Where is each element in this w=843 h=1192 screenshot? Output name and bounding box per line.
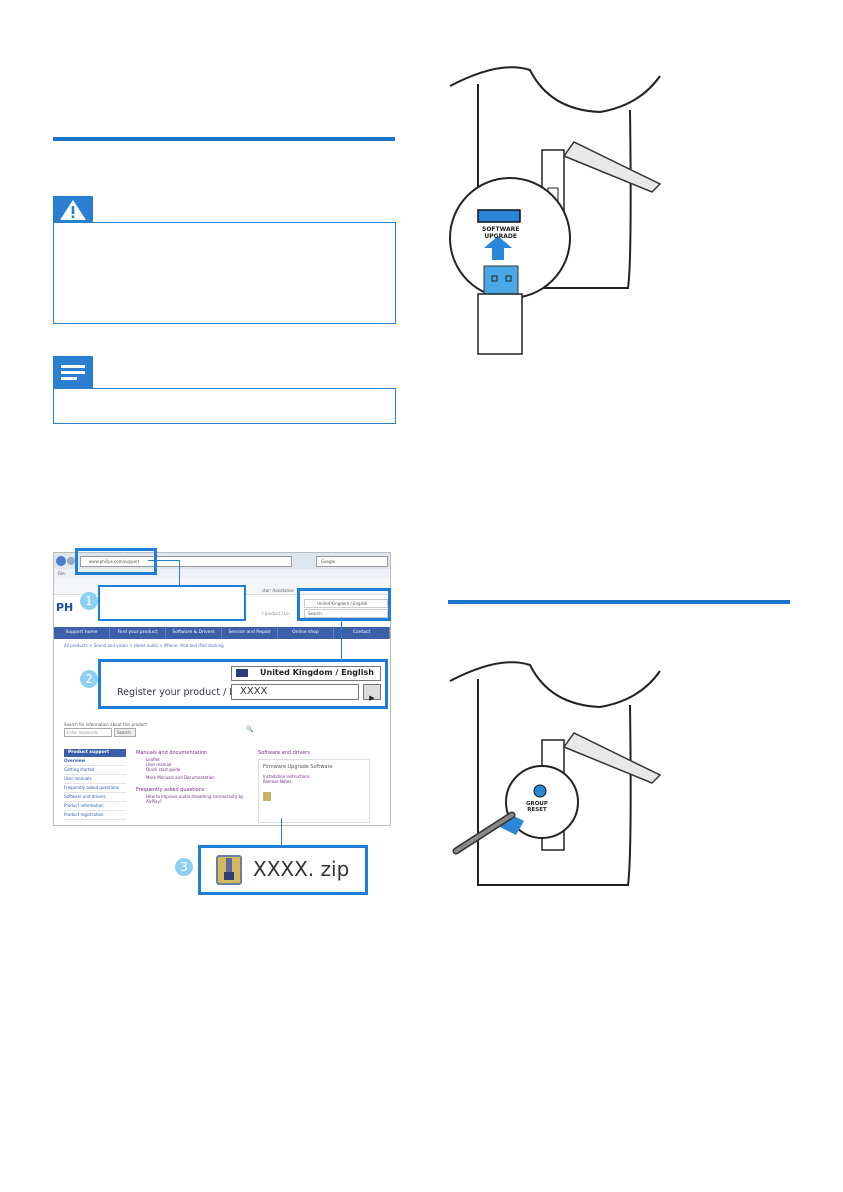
manuals-title: Manuals and documentation bbox=[136, 750, 208, 756]
release-notes-link[interactable]: Release Notes bbox=[263, 779, 292, 784]
sidebar-title: Product support bbox=[64, 749, 126, 757]
keyword-search-label: Search bbox=[117, 730, 131, 735]
sidebar-item-faq[interactable]: Frequently asked questions bbox=[64, 784, 126, 793]
zip-mini-icon bbox=[263, 792, 271, 801]
search-mini-label: Search bbox=[308, 611, 322, 616]
callout-zip: XXXX. zip bbox=[198, 845, 368, 895]
flag-uk-icon bbox=[236, 669, 248, 677]
search-engine-label: Google bbox=[321, 559, 336, 564]
browser-toolbar: www.philips.com/support Google bbox=[54, 553, 390, 569]
callout-register: United Kingdom / English Register your p… bbox=[98, 659, 388, 709]
note-icon bbox=[61, 365, 85, 380]
nav-software-drivers[interactable]: Software & Drivers bbox=[166, 627, 222, 639]
faq-title: Frequently asked questions bbox=[136, 787, 205, 793]
forward-button[interactable] bbox=[67, 557, 75, 565]
address-url: www.philips.com/support bbox=[89, 559, 140, 564]
sidebar-item-registration[interactable]: Product registration bbox=[64, 811, 126, 820]
manual-leaflet[interactable]: Leaflet bbox=[146, 757, 160, 762]
sidebar-item-getting-started[interactable]: Getting started bbox=[64, 766, 126, 775]
register-input[interactable]: XXXX bbox=[231, 684, 359, 700]
sidebar-item-user-manuals[interactable]: User manuals bbox=[64, 775, 126, 784]
connector-1 bbox=[148, 560, 180, 561]
more-manuals-link[interactable]: More Manuals and Documentation bbox=[146, 775, 215, 780]
manual-quick-start[interactable]: Quick start guide bbox=[146, 767, 181, 772]
register-label: Register your product / Log in bbox=[117, 687, 258, 698]
zip-file-name: XXXX. zip bbox=[253, 857, 350, 881]
installation-link[interactable]: Installation instructions bbox=[263, 774, 310, 779]
zip-archive-icon bbox=[216, 855, 242, 885]
magnifier-icon: 🔍 bbox=[246, 726, 254, 733]
search-engine-box[interactable]: Google bbox=[316, 556, 388, 567]
go-button[interactable]: ▶ bbox=[363, 684, 381, 702]
manual-user[interactable]: User manual bbox=[146, 762, 172, 767]
page-logo: PH bbox=[56, 601, 74, 614]
connector-2 bbox=[341, 618, 342, 662]
note-tab bbox=[53, 356, 93, 389]
sidebar-item-software[interactable]: Software and drivers bbox=[64, 793, 126, 802]
section-rule-left bbox=[53, 137, 395, 141]
note-box bbox=[53, 388, 396, 424]
keyword-search-button[interactable]: Search bbox=[114, 728, 136, 737]
nav-service-repair[interactable]: Service and Repair bbox=[222, 627, 278, 639]
warning-box bbox=[53, 222, 396, 324]
connector-3 bbox=[281, 818, 282, 848]
partial-tab: ctor: Assistance bbox=[262, 588, 294, 593]
nav-support-home[interactable]: Support home bbox=[54, 627, 110, 639]
nav-contact[interactable]: Contact bbox=[334, 627, 390, 639]
warning-tab bbox=[53, 196, 93, 223]
region-mini-label: United Kingdom / English bbox=[317, 601, 368, 606]
firmware-panel: Firmware Upgrade Software Installation i… bbox=[258, 759, 370, 823]
site-nav: Support home Find your product Software … bbox=[54, 627, 390, 639]
region-dropdown-label: United Kingdom / English bbox=[260, 668, 374, 677]
nav-online-shop[interactable]: Online shop bbox=[278, 627, 334, 639]
go-icon: ▶ bbox=[369, 694, 375, 702]
sidebar-item-product-info[interactable]: Product information bbox=[64, 802, 126, 811]
region-dropdown[interactable]: United Kingdom / English bbox=[231, 666, 381, 681]
back-button[interactable] bbox=[56, 556, 66, 566]
region-mini[interactable]: United Kingdom / English bbox=[304, 599, 388, 608]
badge-3: 3 bbox=[175, 858, 193, 876]
software-title: Software and drivers bbox=[258, 750, 310, 756]
badge-2: 2 bbox=[80, 670, 98, 688]
menu-file[interactable]: File bbox=[58, 571, 65, 576]
search-mini[interactable]: Search bbox=[304, 609, 388, 618]
manuals-column: Manuals and documentation Leaflet User m… bbox=[136, 749, 246, 804]
software-column: Software and drivers Firmware Upgrade So… bbox=[258, 749, 370, 823]
address-bar[interactable]: www.philips.com/support bbox=[80, 556, 292, 567]
connector-1b bbox=[179, 560, 180, 586]
search-highlight bbox=[297, 588, 391, 621]
faq-item[interactable]: How to improve audio streaming connectiv… bbox=[146, 794, 244, 804]
keyword-placeholder: Enter keywords bbox=[67, 730, 98, 735]
address-highlight bbox=[75, 548, 157, 575]
firmware-title: Firmware Upgrade Software bbox=[263, 764, 333, 770]
search-label: Search for information about this produc… bbox=[64, 722, 147, 727]
section-rule-right bbox=[448, 600, 790, 604]
partial-register-link[interactable]: r product / Lo bbox=[262, 611, 289, 616]
breadcrumb: All products > Sound and vision > Home a… bbox=[64, 643, 224, 648]
nav-find-product[interactable]: Find your product bbox=[110, 627, 166, 639]
device-illustration-reset: GROUP RESET bbox=[440, 655, 670, 895]
badge-1: 1 bbox=[80, 592, 98, 610]
group-reset-label: GROUP RESET bbox=[526, 801, 548, 813]
device-illustration-usb: SOFTWARE UPGRADE bbox=[440, 60, 670, 360]
product-support-sidebar: Product support Overview Getting started… bbox=[64, 749, 126, 820]
sidebar-item-overview[interactable]: Overview bbox=[64, 757, 126, 766]
usb-upgrade-label: SOFTWARE UPGRADE bbox=[482, 226, 520, 240]
keyword-input[interactable]: Enter keywords bbox=[64, 728, 112, 737]
warning-icon bbox=[60, 200, 86, 220]
callout-address bbox=[98, 585, 246, 621]
register-input-value: XXXX bbox=[240, 686, 268, 697]
menu-bar: File bbox=[54, 569, 390, 578]
